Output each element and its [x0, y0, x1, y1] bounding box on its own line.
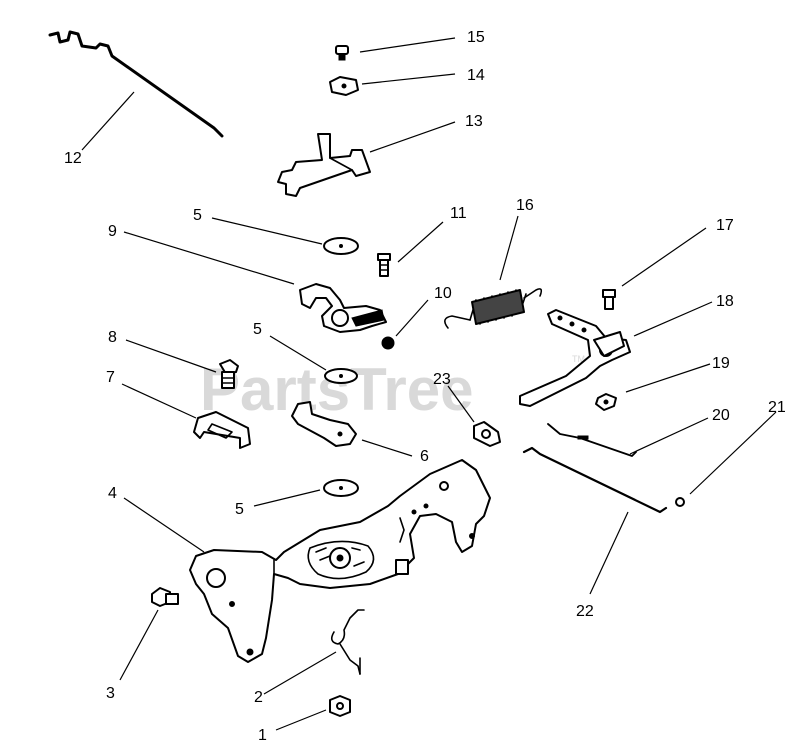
part-10-nut[interactable] [381, 336, 395, 350]
callout-9[interactable]: 9 [108, 223, 117, 240]
callout-18[interactable]: 18 [716, 293, 734, 310]
part-13-bracket[interactable] [277, 133, 371, 197]
part-11-screw[interactable] [377, 253, 391, 277]
part-23-clip[interactable] [473, 421, 501, 447]
part-22-rod[interactable] [522, 446, 668, 514]
callout-10[interactable]: 10 [434, 285, 452, 302]
part-15-screw[interactable] [335, 45, 349, 61]
part-5-washer-middle[interactable] [324, 368, 358, 384]
callout-5-bottom[interactable]: 5 [235, 501, 244, 518]
callout-numbers: 15 14 13 12 16 17 5 11 9 10 18 8 5 7 23 … [64, 29, 786, 744]
part-2-spring[interactable] [330, 609, 365, 675]
callout-14[interactable]: 14 [467, 67, 485, 84]
part-3-bolt[interactable] [151, 587, 179, 607]
part-8-bolt[interactable] [219, 359, 239, 389]
callout-7[interactable]: 7 [106, 369, 115, 386]
watermark: PartsTree TM [200, 354, 585, 423]
watermark-trademark: TM [572, 354, 585, 364]
callout-5-middle[interactable]: 5 [253, 321, 262, 338]
callout-23[interactable]: 23 [433, 371, 451, 388]
callout-22[interactable]: 22 [576, 603, 594, 620]
part-9-lever[interactable] [299, 283, 387, 333]
callout-15[interactable]: 15 [467, 29, 485, 46]
callout-4[interactable]: 4 [108, 485, 117, 502]
part-20-link[interactable] [547, 423, 637, 457]
callout-19[interactable]: 19 [712, 355, 730, 372]
callout-6[interactable]: 6 [420, 448, 429, 465]
part-14-washer[interactable] [329, 76, 359, 96]
part-12-rod[interactable] [48, 30, 224, 138]
callout-1[interactable]: 1 [258, 727, 267, 744]
part-6-lever-plate[interactable] [291, 401, 357, 447]
part-4-main-bracket[interactable] [189, 459, 491, 663]
watermark-text: PartsTree [200, 356, 474, 423]
part-1-nut[interactable] [329, 695, 351, 717]
part-5-washer-bottom[interactable] [323, 479, 359, 497]
callout-12[interactable]: 12 [64, 150, 82, 167]
callout-2[interactable]: 2 [254, 689, 263, 706]
callout-17[interactable]: 17 [716, 217, 734, 234]
callout-20[interactable]: 20 [712, 407, 730, 424]
part-5-washer-top[interactable] [323, 237, 359, 255]
part-18-arm-lever[interactable] [519, 309, 631, 407]
part-7-clip[interactable] [193, 411, 251, 449]
leader-lines [81, 37, 777, 731]
callout-5-top[interactable]: 5 [193, 207, 202, 224]
callout-13[interactable]: 13 [465, 113, 483, 130]
part-17-bolt[interactable] [602, 289, 616, 310]
part-16-spring[interactable] [444, 288, 543, 329]
callout-16[interactable]: 16 [516, 197, 534, 214]
callout-3[interactable]: 3 [106, 685, 115, 702]
callout-21[interactable]: 21 [768, 399, 786, 416]
part-21-clip[interactable] [675, 497, 685, 507]
callout-11[interactable]: 11 [450, 205, 467, 222]
part-19-nut[interactable] [595, 393, 617, 411]
callout-8[interactable]: 8 [108, 329, 117, 346]
